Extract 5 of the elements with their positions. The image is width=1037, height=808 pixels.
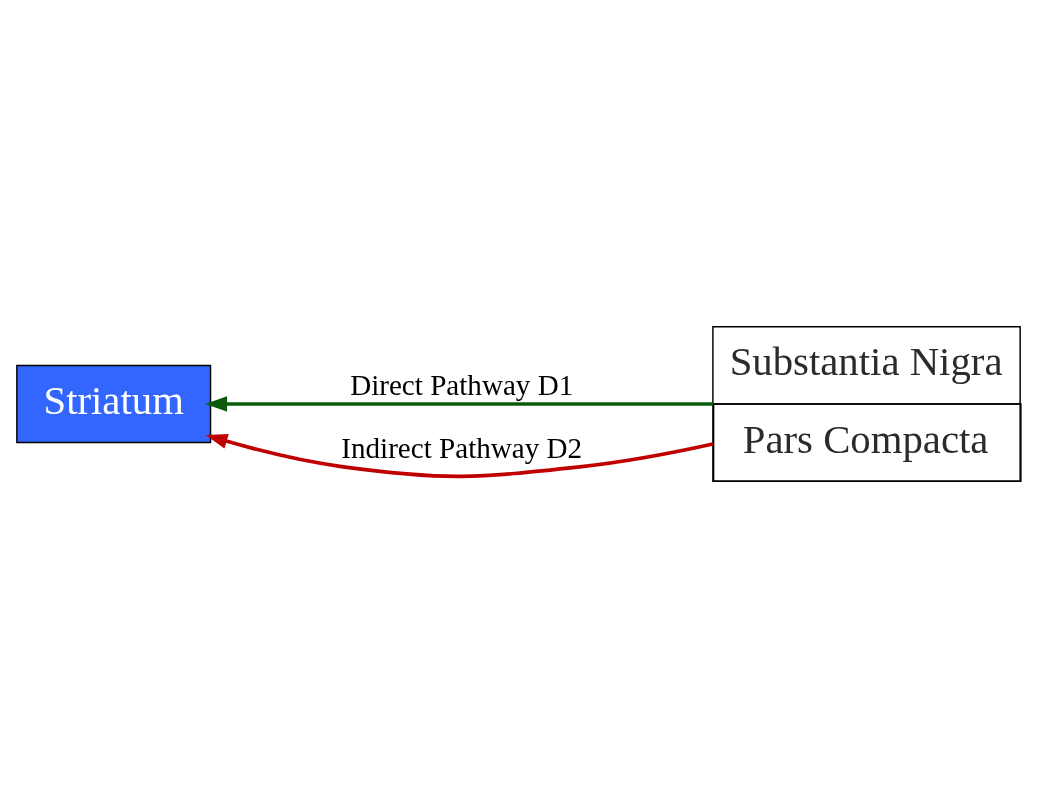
arrow	[205, 433, 714, 479]
node-box: Striatum	[16, 364, 212, 444]
edge-label: Indirect Pathway D2	[341, 431, 583, 464]
edge-label: Direct Pathway D1	[350, 369, 574, 402]
arrow	[205, 396, 713, 412]
